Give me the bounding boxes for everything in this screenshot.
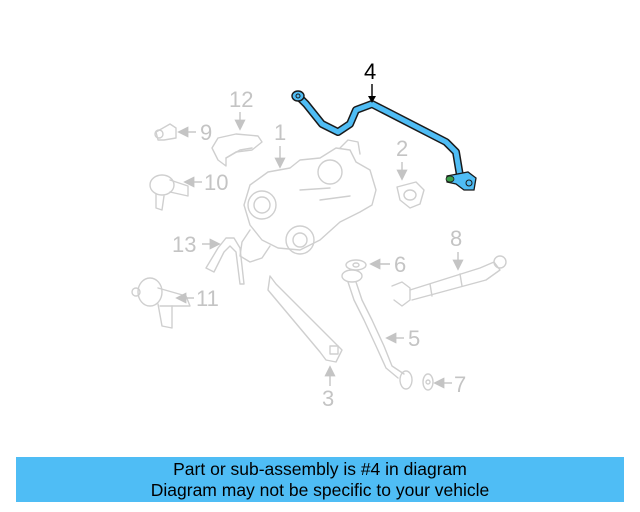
part-7-washer [422,373,434,391]
callout-11[interactable]: 11 [196,286,219,311]
part-13-hose [205,237,245,285]
part-5-braided-line [341,269,413,390]
banner-line-1: Part or sub-assembly is #4 in diagram [173,459,467,479]
part-1-turbocharger [239,139,377,263]
callout-5[interactable]: 5 [408,326,420,351]
callout-2[interactable]: 2 [396,136,408,161]
part-8-strut [391,255,507,307]
info-banner: Part or sub-assembly is #4 in diagram Di… [16,457,624,502]
callout-4-arrowhead [368,96,376,103]
callout-1[interactable]: 1 [274,120,286,145]
banner-line-2: Diagram may not be specific to your vehi… [150,480,490,500]
callout-9[interactable]: 9 [200,120,212,145]
part-3-bracket [267,275,343,363]
callout-8[interactable]: 8 [450,226,462,251]
part-12-hose [211,133,263,167]
callout-10[interactable]: 10 [204,170,228,195]
callout-7[interactable]: 7 [454,372,466,397]
part-4-oil-line[interactable] [291,90,477,191]
part-2-gasket [396,181,425,209]
part-10-valve [149,174,189,211]
callout-13[interactable]: 13 [172,232,196,257]
parts-diagram: 4 1 2 12 9 10 [131,59,507,411]
part-11-valve [131,277,191,329]
callout-6[interactable]: 6 [394,252,406,277]
callout-12[interactable]: 12 [229,87,253,112]
callout-4[interactable]: 4 [364,59,376,84]
callout-3[interactable]: 3 [322,386,334,411]
part-6-gasket [345,259,367,271]
part-9-fitting [154,123,177,141]
